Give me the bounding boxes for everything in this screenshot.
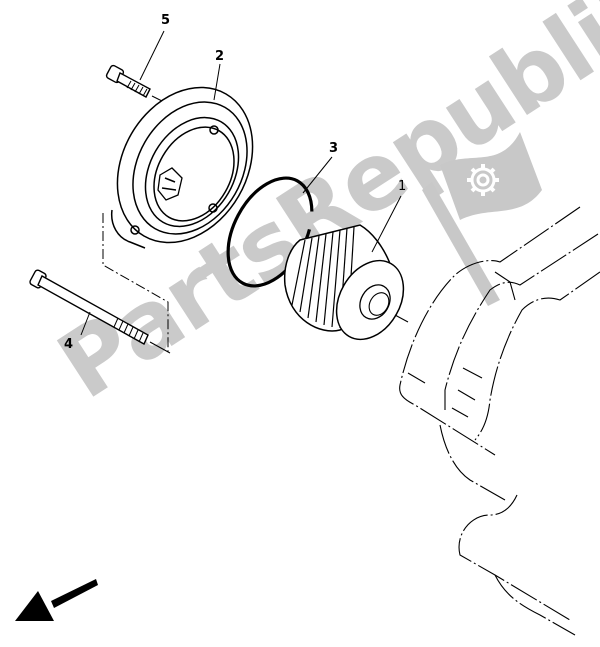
long-bolt-part-4 bbox=[29, 269, 171, 354]
assembly-bracket bbox=[102, 213, 169, 352]
gear-flag-icon bbox=[422, 132, 542, 306]
callout-1: 1 bbox=[398, 179, 407, 194]
front-direction-arrow-icon bbox=[15, 579, 98, 621]
callout-3: 3 bbox=[329, 141, 339, 156]
leader-lines bbox=[80, 30, 402, 336]
oil-filter-element-part-1 bbox=[283, 224, 405, 341]
oil-filter-cover-part-2 bbox=[110, 86, 254, 249]
callout-2: 2 bbox=[215, 49, 225, 64]
callout-4: 4 bbox=[64, 337, 74, 352]
engine-case-outline bbox=[394, 206, 600, 636]
short-bolt-part-5 bbox=[105, 64, 163, 102]
callout-5: 5 bbox=[161, 13, 171, 28]
